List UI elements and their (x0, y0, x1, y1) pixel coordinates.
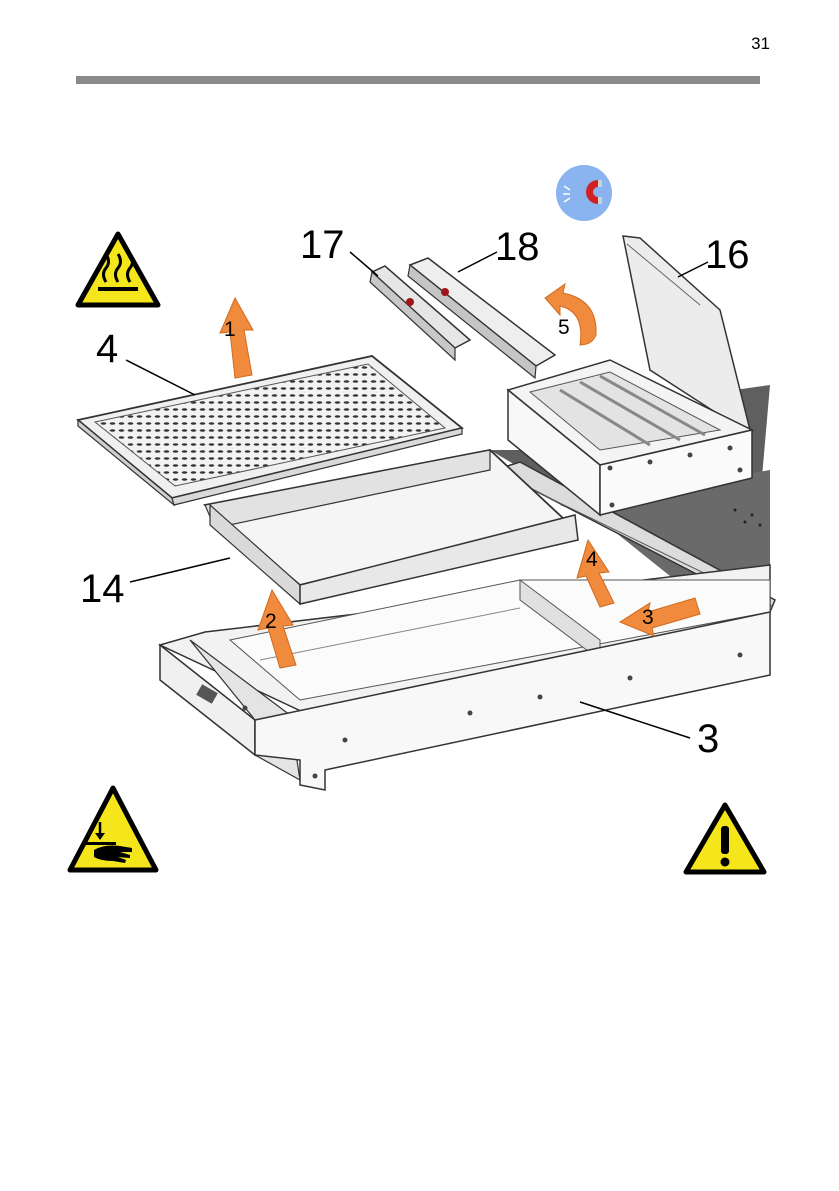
step-label-3: 3 (642, 606, 654, 629)
step-label-1: 1 (224, 318, 236, 341)
magnet-icon (556, 165, 612, 221)
general-warning-icon (686, 805, 764, 872)
callout-17: 17 (300, 223, 345, 267)
callout-18: 18 (495, 225, 540, 269)
callout-3: 3 (697, 717, 719, 761)
drawer (160, 565, 770, 790)
step-label-2: 2 (265, 610, 277, 633)
hand-crush-warning-icon (70, 788, 156, 870)
hot-surface-warning-icon (78, 234, 158, 305)
callout-14: 14 (80, 567, 125, 611)
callout-4: 4 (96, 327, 118, 371)
step-label-4: 4 (586, 548, 598, 571)
arrow-step-5 (545, 284, 596, 345)
step-label-5: 5 (558, 316, 570, 339)
callout-16: 16 (705, 233, 750, 277)
